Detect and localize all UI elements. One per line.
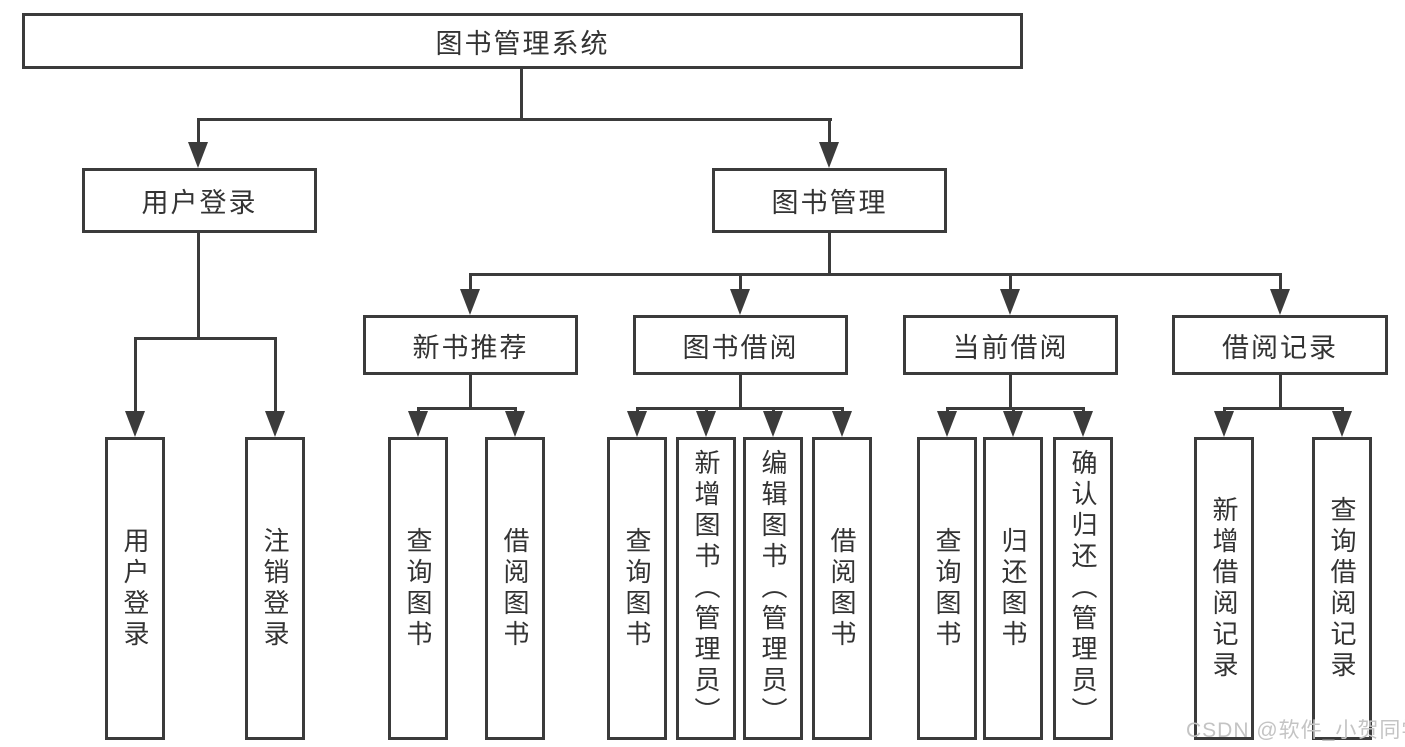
- leaf-borrow-book-recommend-label: 借阅图书: [500, 526, 530, 651]
- arrow-down-icon: [1214, 411, 1234, 437]
- arrow-down-icon: [696, 411, 716, 437]
- arrow-down-icon: [408, 411, 428, 437]
- node-current-borrow-label: 当前借阅: [952, 332, 1069, 363]
- arrow-down-icon: [937, 411, 957, 437]
- connector-line: [134, 337, 137, 415]
- leaf-add-book-admin: 新增图书（管理员）: [676, 437, 736, 740]
- arrow-down-icon: [763, 411, 783, 437]
- leaf-add-borrow-record: 新增借阅记录: [1194, 437, 1254, 740]
- watermark: CSDN @软件_小贺同学: [1186, 719, 1405, 742]
- connector-line: [1223, 407, 1344, 410]
- leaf-confirm-return-admin-label: 确认归还（管理员）: [1068, 449, 1098, 728]
- leaf-user-login-label: 用户登录: [120, 526, 150, 651]
- leaf-borrow-book-recommend: 借阅图书: [485, 437, 545, 740]
- leaf-query-book-current-label: 查询图书: [932, 526, 962, 651]
- leaf-query-book-recommend: 查询图书: [388, 437, 448, 740]
- arrow-down-icon: [265, 411, 285, 437]
- arrow-down-icon: [832, 411, 852, 437]
- leaf-add-borrow-record-label: 新增借阅记录: [1209, 495, 1239, 682]
- node-book-management-label: 图书管理: [771, 188, 888, 218]
- connector-line: [1279, 273, 1282, 293]
- connector-line: [469, 375, 472, 410]
- node-user-login-label: 用户登录: [141, 188, 258, 218]
- node-root-label: 图书管理系统: [435, 28, 610, 59]
- connector-line: [739, 375, 742, 410]
- node-borrow-record: 借阅记录: [1172, 315, 1388, 375]
- connector-line: [520, 69, 523, 118]
- leaf-edit-book-admin-label: 编辑图书（管理员）: [758, 449, 788, 728]
- node-new-book-recommend: 新书推荐: [363, 315, 578, 375]
- arrow-down-icon: [1332, 411, 1352, 437]
- leaf-add-book-admin-label: 新增图书（管理员）: [691, 449, 721, 728]
- arrow-down-icon: [460, 289, 480, 315]
- leaf-query-borrow-record: 查询借阅记录: [1312, 437, 1372, 740]
- node-root: 图书管理系统: [22, 13, 1023, 69]
- leaf-return-book: 归还图书: [983, 437, 1043, 740]
- connector-line: [946, 407, 1085, 410]
- node-book-borrow: 图书借阅: [633, 315, 848, 375]
- node-current-borrow: 当前借阅: [903, 315, 1118, 375]
- leaf-query-book-current: 查询图书: [917, 437, 977, 740]
- leaf-return-book-label: 归还图书: [998, 526, 1028, 651]
- arrow-down-icon: [627, 411, 647, 437]
- node-new-book-recommend-label: 新书推荐: [412, 332, 529, 363]
- connector-line: [197, 118, 200, 146]
- connector-line: [197, 233, 200, 340]
- leaf-logout: 注销登录: [245, 437, 305, 740]
- arrow-down-icon: [730, 289, 750, 315]
- connector-line: [828, 118, 831, 146]
- connector-line: [828, 233, 831, 276]
- leaf-confirm-return-admin: 确认归还（管理员）: [1053, 437, 1113, 740]
- leaf-logout-label: 注销登录: [260, 526, 290, 651]
- connector-line: [1009, 375, 1012, 410]
- connector-line: [134, 337, 277, 340]
- connector-line: [739, 273, 742, 293]
- arrow-down-icon: [1073, 411, 1093, 437]
- connector-line: [636, 407, 844, 410]
- arrow-down-icon: [188, 142, 208, 168]
- connector-line: [469, 273, 472, 293]
- connector-line: [1279, 375, 1282, 410]
- leaf-edit-book-admin: 编辑图书（管理员）: [743, 437, 803, 740]
- leaf-query-book-borrow-label: 查询图书: [622, 526, 652, 651]
- connector-line: [274, 337, 277, 415]
- arrow-down-icon: [125, 411, 145, 437]
- leaf-borrow-book: 借阅图书: [812, 437, 872, 740]
- leaf-query-book-recommend-label: 查询图书: [403, 526, 433, 651]
- leaf-query-book-borrow: 查询图书: [607, 437, 667, 740]
- arrow-down-icon: [819, 142, 839, 168]
- arrow-down-icon: [1270, 289, 1290, 315]
- connector-line: [1009, 273, 1012, 293]
- leaf-query-borrow-record-label: 查询借阅记录: [1327, 495, 1357, 682]
- leaf-user-login: 用户登录: [105, 437, 165, 740]
- connector-line: [417, 407, 517, 410]
- node-book-management: 图书管理: [712, 168, 947, 233]
- node-book-borrow-label: 图书借阅: [682, 332, 799, 363]
- arrow-down-icon: [1000, 289, 1020, 315]
- arrow-down-icon: [505, 411, 525, 437]
- leaf-borrow-book-label: 借阅图书: [827, 526, 857, 651]
- connector-line: [197, 118, 832, 121]
- node-user-login: 用户登录: [82, 168, 317, 233]
- connector-line: [469, 273, 1282, 276]
- arrow-down-icon: [1003, 411, 1023, 437]
- node-borrow-record-label: 借阅记录: [1222, 332, 1338, 363]
